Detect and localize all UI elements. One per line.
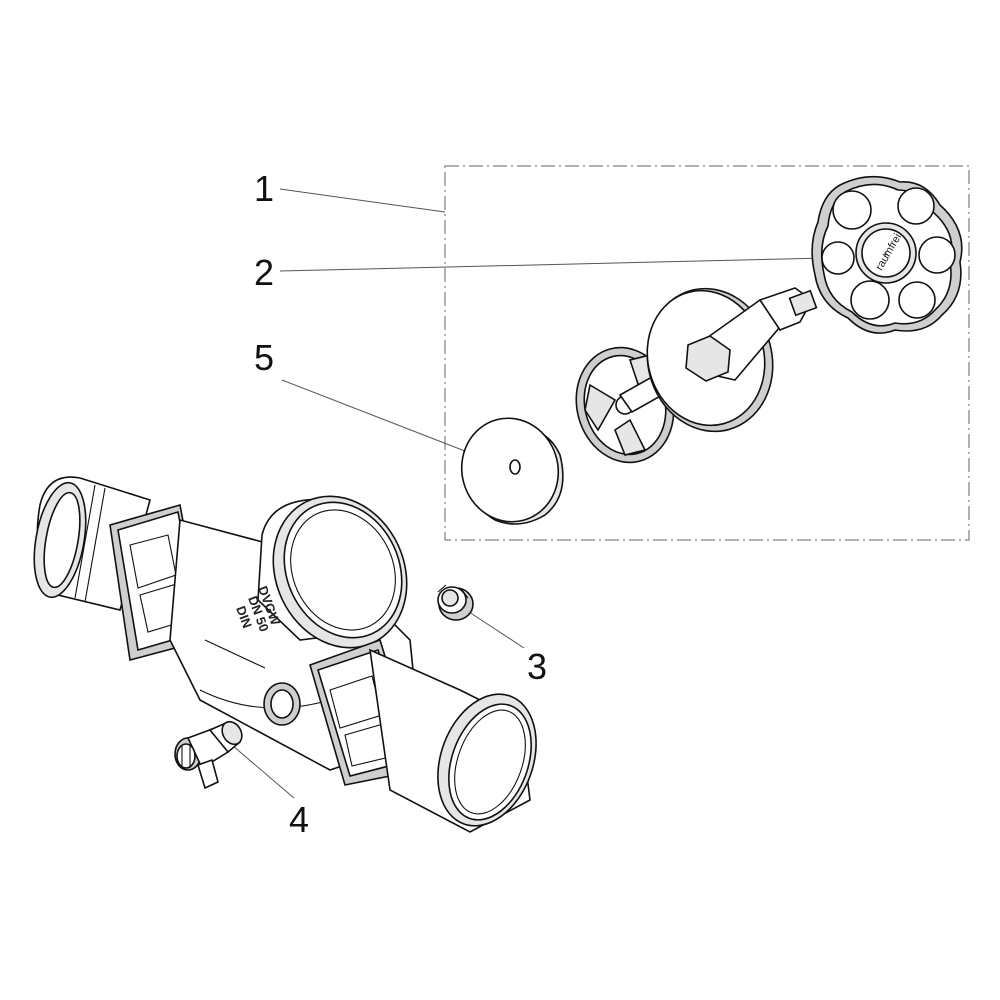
body-marking-line3: DIN [233, 604, 255, 630]
leader-2 [279, 257, 827, 272]
plug-nut [437, 584, 474, 621]
callout-5: 5 [254, 337, 274, 378]
callout-4: 4 [289, 799, 309, 840]
callout-2: 2 [254, 252, 274, 293]
spindle-assembly [618, 287, 818, 433]
leader-lines [225, 188, 827, 799]
handwheel-plus-icon: + [882, 249, 888, 261]
handwheel: raumfrei + [811, 175, 963, 334]
leader-1 [279, 188, 446, 213]
callout-3: 3 [527, 646, 547, 687]
sealing-disc [460, 417, 564, 525]
leader-3 [465, 609, 525, 649]
drain-elbow [174, 720, 243, 790]
valve-body: DVGW DN 50 DIN [33, 476, 537, 833]
assembly-frame [444, 165, 970, 541]
leader-4 [225, 739, 295, 799]
callout-1: 1 [254, 168, 274, 209]
